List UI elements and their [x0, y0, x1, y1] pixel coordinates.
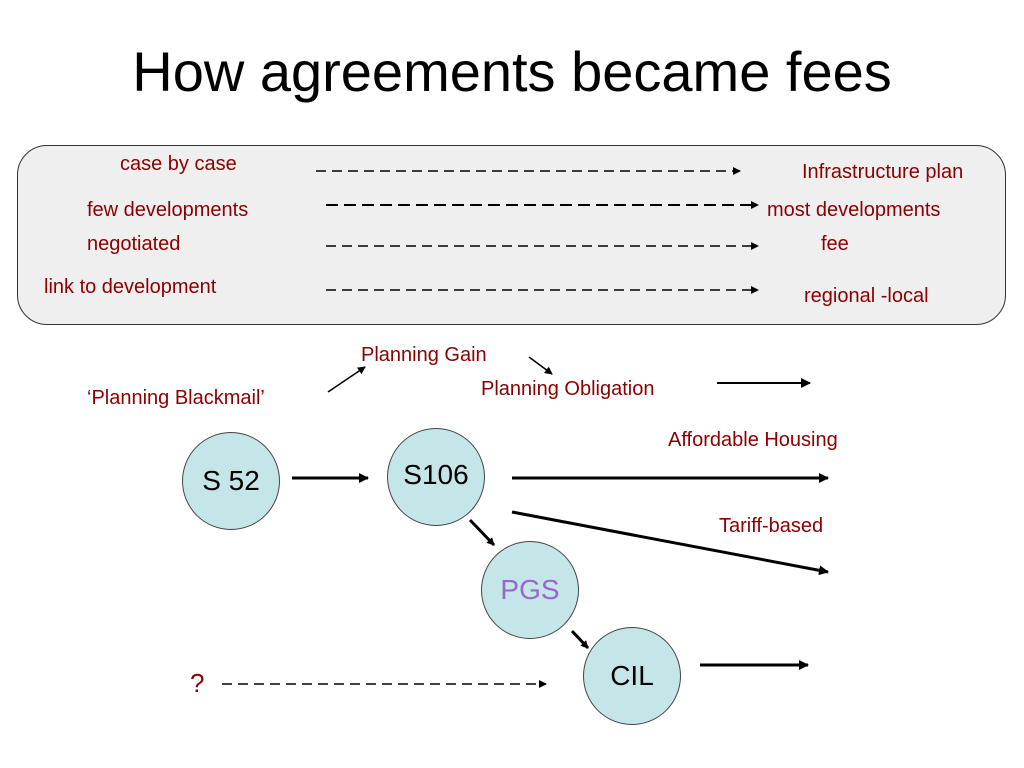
to-label-most-developments: most developments — [767, 199, 941, 221]
node-s106: S106 — [387, 428, 485, 526]
node-s106-label: S106 — [403, 459, 469, 490]
node-pgs-label: PGS — [500, 574, 560, 605]
arrow-s106-tariff — [511, 510, 829, 576]
affordable-housing-label: Affordable Housing — [668, 429, 838, 451]
comparison-box — [17, 145, 1006, 325]
to-label-fee: fee — [821, 233, 849, 255]
node-s52-label: S 52 — [202, 465, 260, 496]
node-s52: S 52 — [182, 432, 280, 530]
arrow-s106-to-pgs — [468, 518, 496, 547]
planning-gain-label: Planning Gain — [361, 344, 487, 366]
arrow-blackmail-to-gain — [327, 366, 366, 393]
slide-title: How agreements became fees — [132, 40, 892, 103]
arrow-gain-to-obligation — [528, 356, 553, 375]
from-label-few-developments: few developments — [87, 199, 249, 221]
from-label-case-by-case: case by case — [120, 153, 237, 175]
node-cil-label: CIL — [610, 660, 654, 691]
planning-obligation-label: Planning Obligation — [481, 378, 655, 400]
node-pgs: PGS — [481, 541, 579, 639]
from-label-link-to-development: link to development — [44, 276, 217, 298]
planning-blackmail-label: ‘Planning Blackmail’ — [87, 387, 265, 409]
tariff-based-label: Tariff-based — [719, 515, 824, 537]
to-label-infrastructure-plan: Infrastructure plan — [802, 161, 964, 183]
to-label-regional-local: regional -local — [804, 285, 929, 307]
question-mark-label: ? — [190, 668, 205, 698]
arrow-pgs-to-cil — [570, 629, 590, 650]
node-cil: CIL — [583, 627, 681, 725]
from-label-negotiated: negotiated — [87, 233, 181, 255]
